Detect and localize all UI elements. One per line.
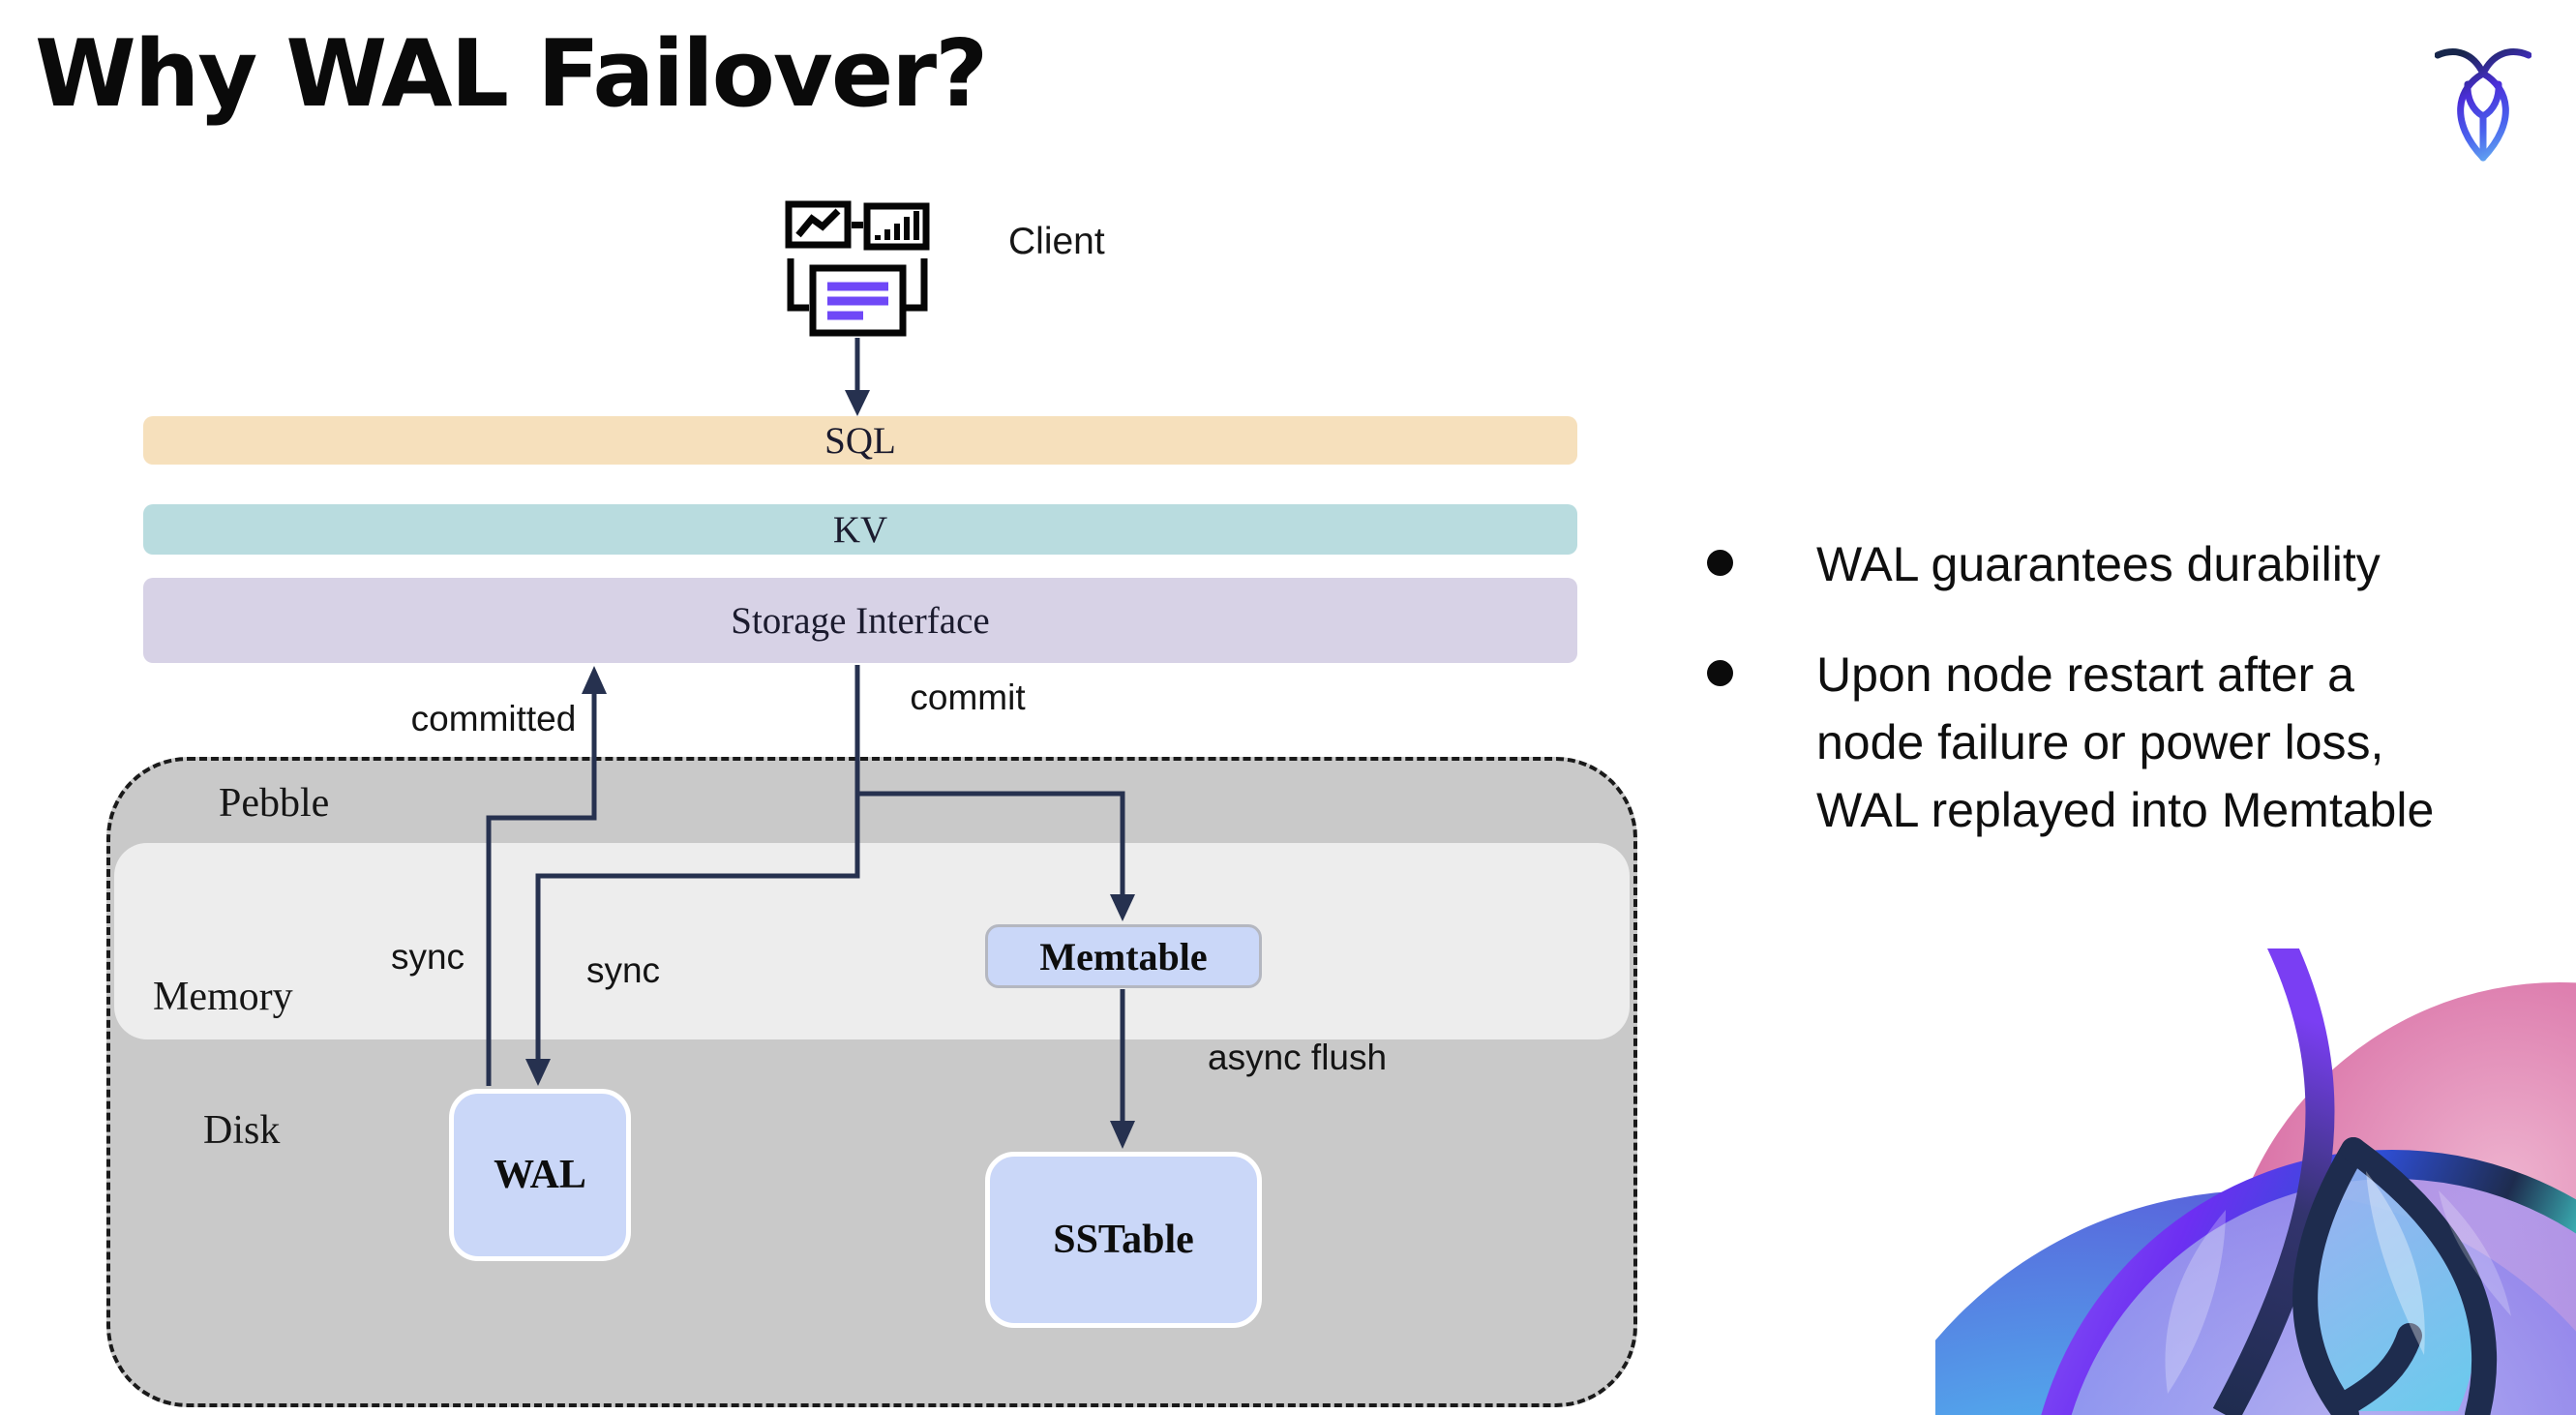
bullet-text: Upon node restart after a node failure o… — [1816, 647, 2435, 837]
bullet-text: WAL guarantees durability — [1816, 537, 2381, 591]
sync-right-edge-label: sync — [585, 950, 661, 990]
bullet-dot — [1707, 550, 1733, 576]
bracket-left — [787, 258, 809, 312]
brand-nebula-graphic — [1935, 948, 2576, 1415]
disk-zone-label: Disk — [203, 1108, 281, 1153]
page-title: Why WAL Failover? — [35, 21, 988, 128]
layer-bar-kv-label: KV — [832, 508, 888, 551]
memtable-node: Memtable — [985, 924, 1262, 988]
memory-zone-label: Memory — [153, 975, 293, 1019]
bullet-dot — [1707, 660, 1733, 686]
async-flush-edge-label: async flush — [1208, 1038, 1388, 1077]
list-item: Upon node restart after a node failure o… — [1707, 641, 2576, 844]
wal-node-label: WAL — [494, 1153, 586, 1197]
client-icon — [785, 200, 930, 337]
arrowhead-committed — [582, 666, 607, 694]
layer-bar-kv: KV — [143, 504, 1577, 555]
bullet-list: WAL guarantees durability Upon node rest… — [1707, 530, 2576, 844]
layer-bar-storage-label: Storage Interface — [731, 599, 990, 642]
cockroachdb-logo-icon — [2435, 48, 2531, 162]
arrowhead-client-sql — [845, 390, 870, 416]
client-label: Client — [1008, 221, 1105, 262]
bracket-right — [906, 258, 928, 312]
commit-edge-label: commit — [910, 677, 1026, 717]
layer-bar-sql: SQL — [143, 416, 1577, 465]
committed-edge-label: committed — [410, 699, 577, 738]
wal-node: WAL — [449, 1089, 631, 1261]
memory-zone — [114, 843, 1630, 1039]
sstable-node: SSTable — [985, 1152, 1262, 1328]
memtable-node-label: Memtable — [1039, 934, 1208, 978]
layer-bar-storage-interface: Storage Interface — [143, 578, 1577, 663]
sstable-node-label: SSTable — [1053, 1218, 1194, 1262]
list-item: WAL guarantees durability — [1707, 530, 2576, 598]
sync-left-edge-label: sync — [390, 937, 465, 977]
layer-bar-sql-label: SQL — [824, 419, 896, 462]
pebble-label: Pebble — [219, 781, 330, 826]
